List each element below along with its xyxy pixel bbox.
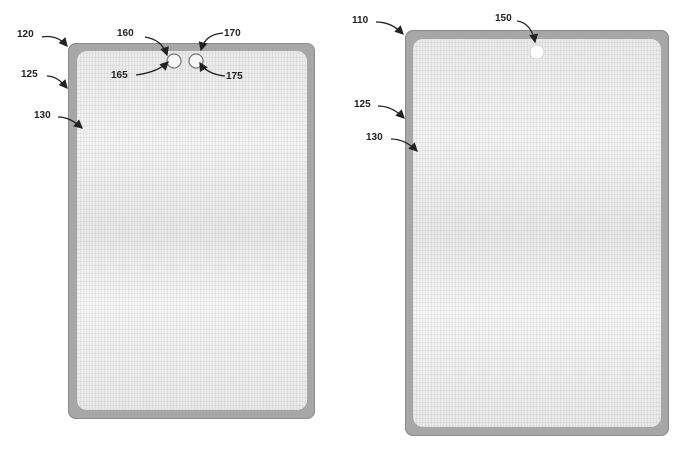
leader-right-sensor — [199, 61, 226, 77]
label-left-screen: 130 — [34, 110, 51, 121]
right-device-screen — [413, 39, 661, 427]
label-left-opening: 160 — [117, 28, 134, 39]
leader-left-bezel — [46, 75, 68, 89]
leader-left-screen — [57, 116, 83, 129]
label-right-sensor: 175 — [226, 71, 243, 82]
leader-right-bezel — [377, 105, 405, 119]
label-left-bezel: 125 — [21, 69, 38, 80]
left-sensor-opening — [166, 53, 182, 69]
label-camera-opening: 150 — [495, 13, 512, 24]
left-device-screen — [77, 51, 307, 410]
leader-right-screen — [390, 138, 418, 152]
label-right-opening: 170 — [224, 28, 241, 39]
leader-right-opening — [198, 32, 224, 52]
label-right-bezel: 125 — [354, 99, 371, 110]
leader-left-frame — [41, 35, 68, 47]
leader-right-frame — [375, 21, 404, 35]
right-sensor-opening — [188, 53, 204, 69]
label-left-frame: 120 — [17, 29, 34, 40]
leader-left-opening — [144, 36, 169, 57]
leader-camera-opening — [516, 20, 539, 44]
front-camera-opening — [529, 44, 545, 60]
label-left-sensor: 165 — [111, 70, 128, 81]
label-right-screen: 130 — [366, 132, 383, 143]
label-right-frame: 110 — [352, 15, 369, 26]
leader-left-sensor — [135, 61, 169, 76]
